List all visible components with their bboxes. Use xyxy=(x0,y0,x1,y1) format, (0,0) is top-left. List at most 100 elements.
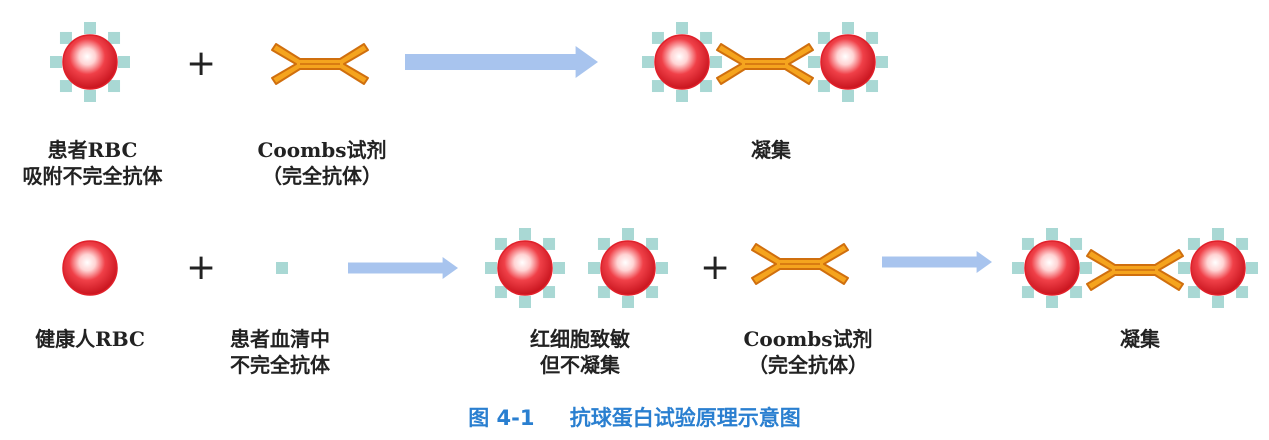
red-blood-cell xyxy=(62,34,118,90)
antibody-receptor xyxy=(1012,262,1024,274)
antibody-receptor xyxy=(700,31,713,44)
label-line: Coombs试剂 xyxy=(257,138,387,162)
red-blood-cell xyxy=(1024,240,1080,296)
antibody-receptor xyxy=(866,31,879,44)
antibody-receptor xyxy=(118,56,130,68)
antibody-receptor xyxy=(866,80,879,93)
antibody-receptor xyxy=(597,286,610,299)
antibody-receptor xyxy=(1070,237,1083,250)
antibody-receptor xyxy=(1187,286,1200,299)
antibody-receptor xyxy=(842,22,854,34)
antibody-receptor xyxy=(108,31,121,44)
antibody-receptor xyxy=(597,237,610,250)
antibody-receptor xyxy=(700,80,713,93)
antibody-receptor xyxy=(108,80,121,93)
free-antibody xyxy=(276,262,288,274)
label-line: 患者RBC xyxy=(47,138,138,162)
antibody-receptor xyxy=(59,80,72,93)
antibody-receptor xyxy=(646,237,659,250)
label-patient-rbc: 患者RBC 吸附不完全抗体 xyxy=(0,137,185,189)
antibody-receptor xyxy=(1246,262,1258,274)
antibody-receptor xyxy=(710,56,722,68)
reaction-arrow xyxy=(348,257,458,279)
antibody-icon xyxy=(271,43,369,85)
figure-caption: 图 4-1 抗球蛋白试验原理示意图 xyxy=(0,402,1269,432)
antibody-receptor xyxy=(1021,237,1034,250)
antibody-receptor xyxy=(543,286,556,299)
antibody-receptor xyxy=(642,56,654,68)
antibody-receptor xyxy=(646,286,659,299)
antibody-receptor xyxy=(485,262,497,274)
red-blood-cell xyxy=(497,240,553,296)
figure-title: 抗球蛋白试验原理示意图 xyxy=(569,406,801,430)
antibody-receptor xyxy=(1046,228,1058,240)
antibody-receptor xyxy=(1236,237,1249,250)
antibody-receptor xyxy=(1070,286,1083,299)
reaction-arrow xyxy=(405,46,598,78)
plus-sign: + xyxy=(186,247,217,288)
red-blood-cell xyxy=(600,240,656,296)
label-line: 吸附不完全抗体 xyxy=(22,164,163,188)
antibody-icon xyxy=(716,43,814,85)
label-coombs-reagent: Coombs试剂 （完全抗体） xyxy=(232,137,412,189)
label-agglutination: 凝集 xyxy=(1085,326,1195,352)
antibody-receptor xyxy=(817,80,830,93)
figure-number: 图 4-1 xyxy=(468,406,535,430)
antibody-receptor xyxy=(588,262,600,274)
label-coombs-reagent: Coombs试剂 （完全抗体） xyxy=(718,326,898,378)
antibody-receptor xyxy=(817,31,830,44)
antibody-receptor xyxy=(553,262,565,274)
reaction-arrow xyxy=(882,251,992,273)
antibody-receptor xyxy=(622,228,634,240)
antibody-receptor xyxy=(622,296,634,308)
label-sensitized-rbc: 红细胞致敏 但不凝集 xyxy=(505,326,655,378)
label-line: Coombs试剂 xyxy=(743,327,873,351)
red-blood-cell xyxy=(1190,240,1246,296)
antibody-receptor xyxy=(1212,296,1224,308)
label-line: 凝集 xyxy=(1120,327,1160,351)
antibody-receptor xyxy=(50,56,62,68)
antibody-receptor xyxy=(543,237,556,250)
red-blood-cell xyxy=(654,34,710,90)
label-line: 健康人RBC xyxy=(35,327,145,351)
label-line: 但不凝集 xyxy=(540,353,620,377)
antibody-receptor xyxy=(494,237,507,250)
antibody-receptor xyxy=(651,80,664,93)
antibody-receptor xyxy=(519,296,531,308)
antibody-receptor xyxy=(519,228,531,240)
antibody-receptor xyxy=(676,90,688,102)
antibody-receptor xyxy=(1080,262,1092,274)
label-line: （完全抗体） xyxy=(748,353,868,377)
red-blood-cell xyxy=(820,34,876,90)
antibody-receptor xyxy=(84,90,96,102)
label-healthy-rbc: 健康人RBC xyxy=(15,326,165,352)
antibody-receptor xyxy=(808,56,820,68)
antibody-icon xyxy=(1086,249,1184,291)
label-agglutination: 凝集 xyxy=(716,137,826,163)
label-line: 红细胞致敏 xyxy=(530,327,630,351)
antibody-receptor xyxy=(1187,237,1200,250)
antibody-receptor xyxy=(494,286,507,299)
antibody-receptor xyxy=(84,22,96,34)
antibody-receptor xyxy=(1046,296,1058,308)
label-line: 凝集 xyxy=(751,138,791,162)
antibody-receptor xyxy=(842,90,854,102)
label-line: 不完全抗体 xyxy=(230,353,330,377)
antibody-receptor xyxy=(1236,286,1249,299)
antibody-receptor xyxy=(876,56,888,68)
antibody-receptor xyxy=(676,22,688,34)
antibody-receptor xyxy=(59,31,72,44)
label-line: 患者血清中 xyxy=(230,327,330,351)
label-patient-serum: 患者血清中 不完全抗体 xyxy=(205,326,355,378)
label-line: （完全抗体） xyxy=(262,164,382,188)
red-blood-cell xyxy=(62,240,118,296)
antibody-receptor xyxy=(656,262,668,274)
plus-sign: + xyxy=(700,247,731,288)
antibody-receptor xyxy=(1178,262,1190,274)
antibody-receptor xyxy=(1212,228,1224,240)
plus-sign: + xyxy=(186,43,217,84)
antibody-receptor xyxy=(651,31,664,44)
antibody-icon xyxy=(751,243,849,285)
